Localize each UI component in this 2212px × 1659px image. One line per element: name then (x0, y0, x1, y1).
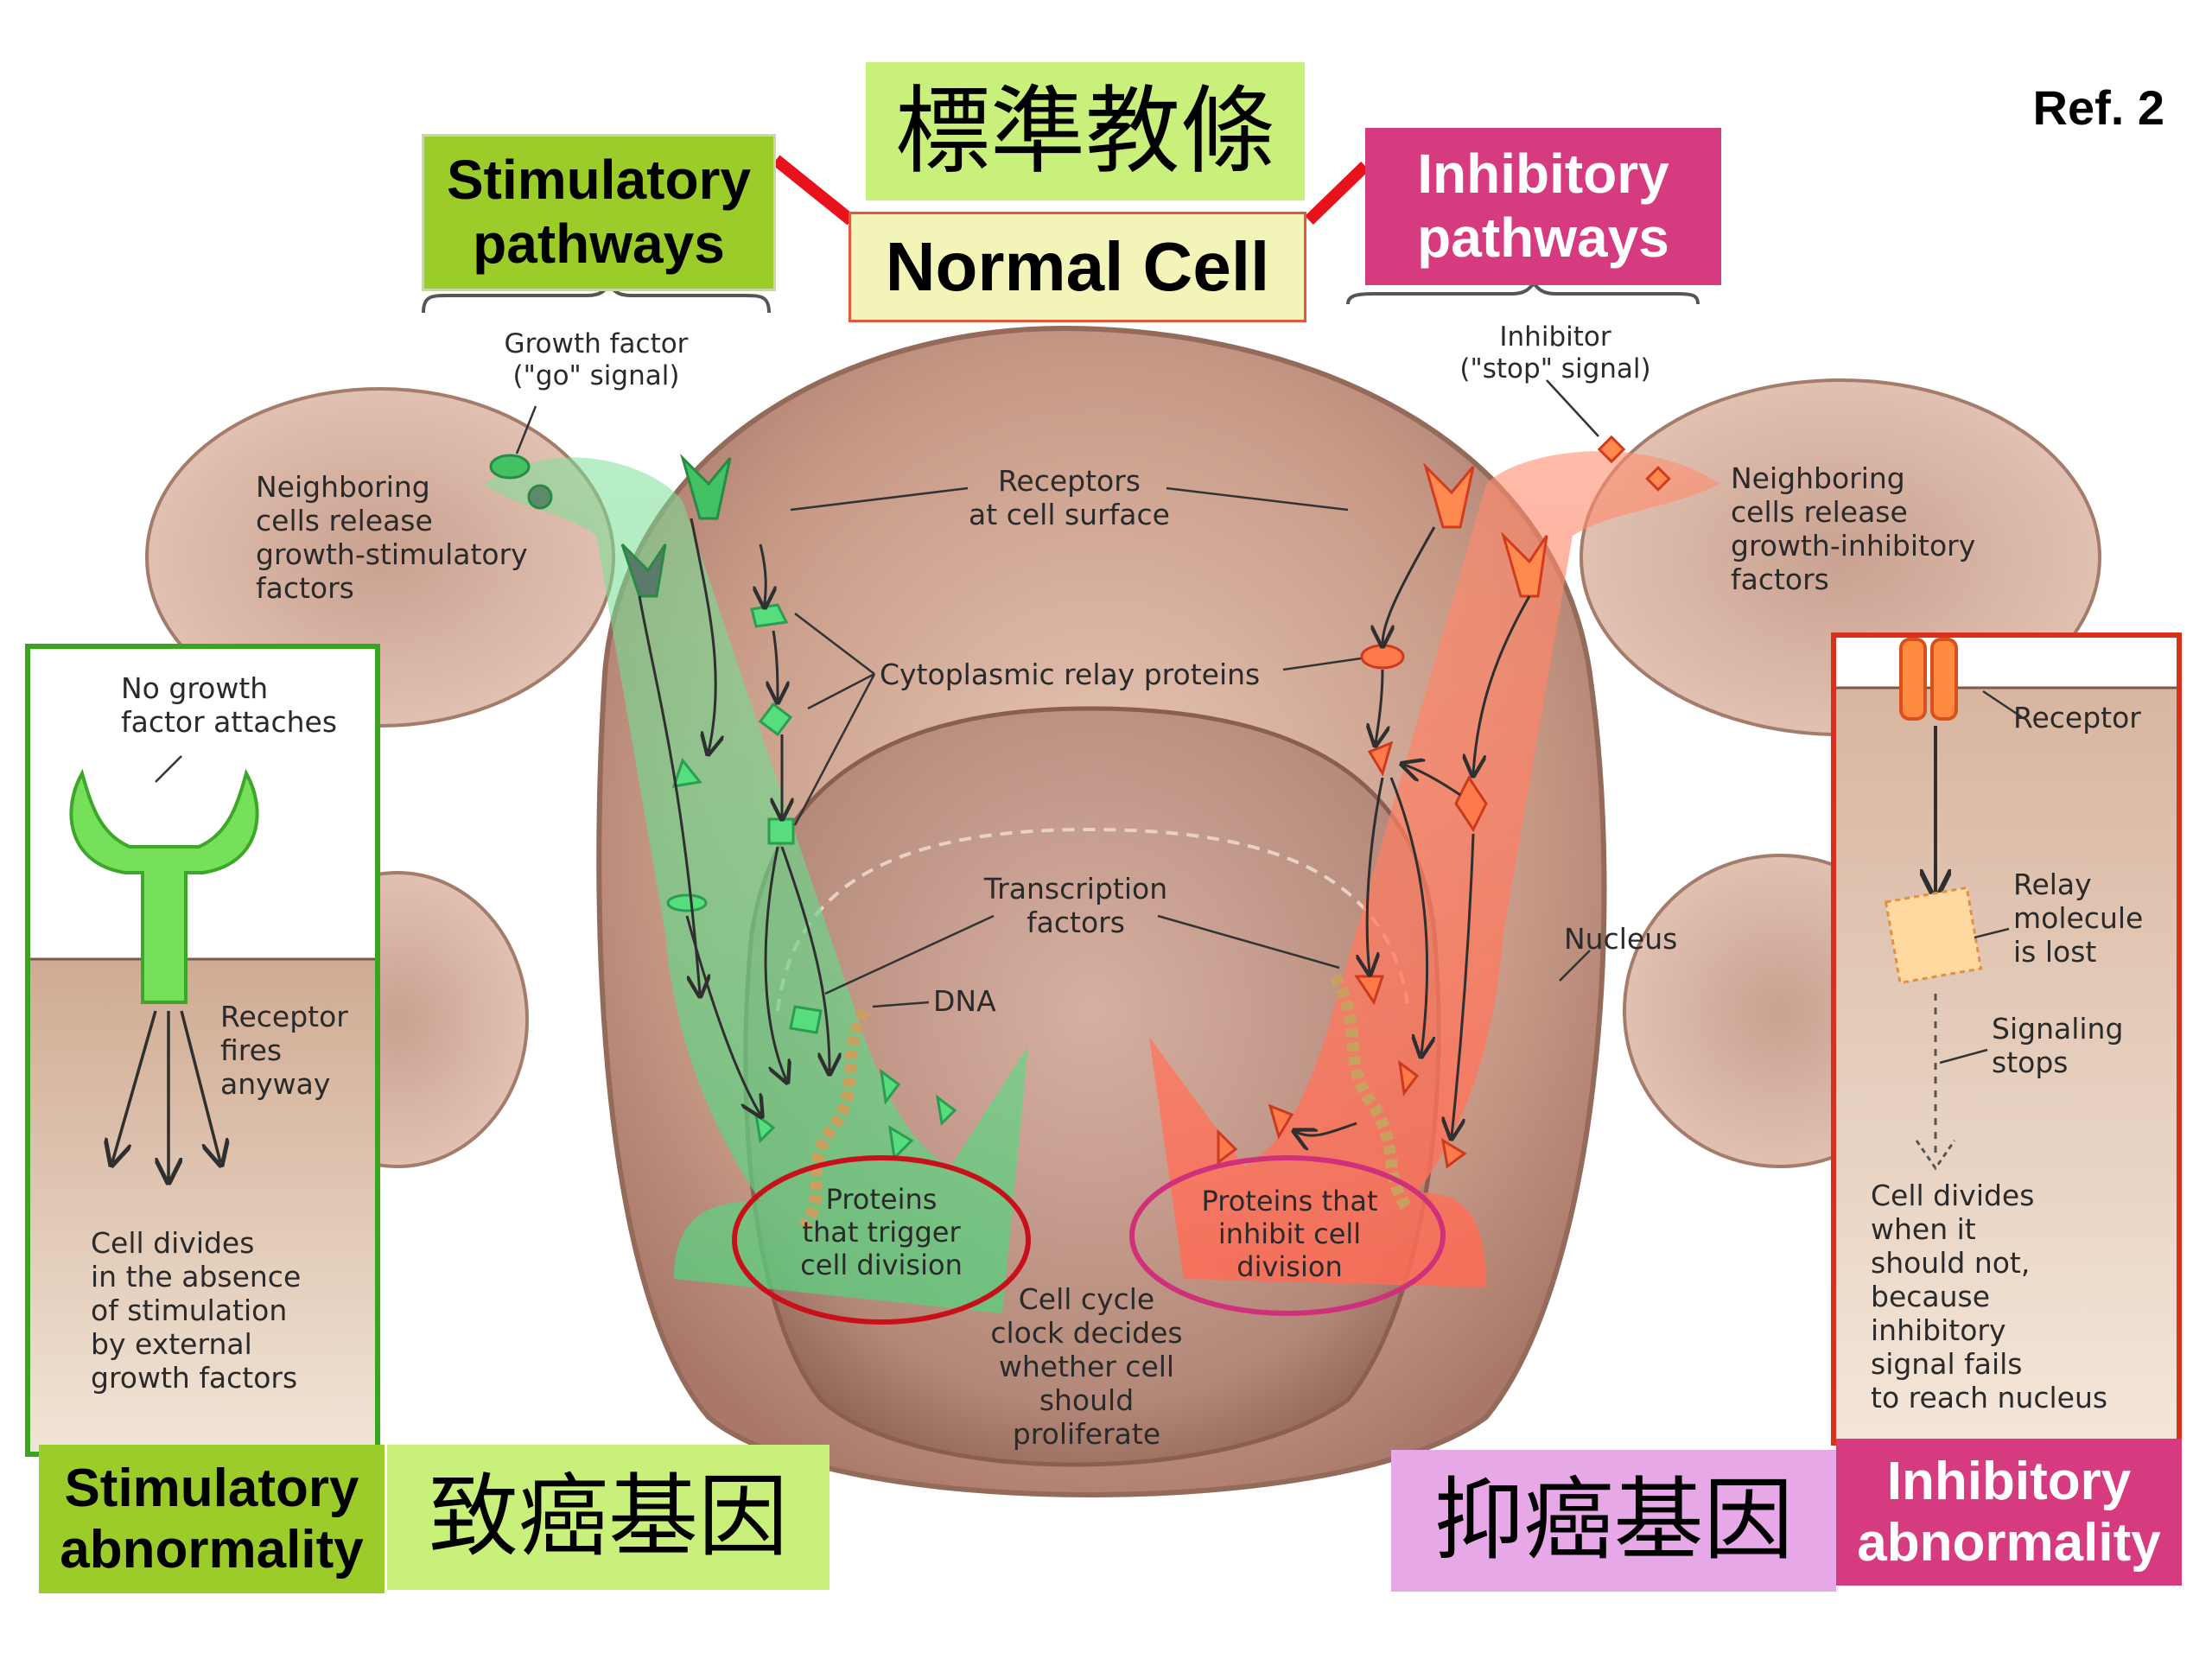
dna-label: DNA (933, 984, 996, 1018)
right-panel-dashed-head (1915, 1140, 1956, 1171)
tumor-suppressor-text: 抑癌基因 (1433, 1467, 1794, 1573)
inhibitory-arrow (1149, 451, 1719, 1287)
normal-cell-text: Normal Cell (885, 228, 1270, 305)
inhibitory-pathways-box: Inhibitory pathways (1365, 128, 1721, 285)
stimulatory-receptors (489, 453, 732, 598)
nucleus-envelope (776, 827, 1410, 1012)
receptors-label: Receptors at cell surface (969, 464, 1170, 531)
nucleus-label: Nucleus (1564, 922, 1678, 956)
proteins-inhibit-label: Proteins that inhibit cell division (1201, 1185, 1378, 1283)
inhibitory-pathways-text: Inhibitory pathways (1417, 143, 1669, 269)
right-panel-frame (1831, 632, 2182, 1446)
inhibitory-abnormality-text: Inhibitory abnormality (1857, 1451, 2161, 1573)
cytoplasmic-relay-label: Cytoplasmic relay proteins (880, 658, 1261, 691)
normal-cell-box: Normal Cell (849, 212, 1306, 322)
leader-lines (515, 379, 1599, 1008)
transcription-factors-label: Transcription factors (983, 872, 1168, 939)
inhibitor-label: Inhibitor ("stop" signal) (1459, 321, 1651, 385)
receptor-fires-label: Receptor fires anyway (220, 1000, 348, 1101)
right-panel-lost-relay (1884, 886, 1983, 985)
neighbor-left-label: Neighboring cells release growth-stimula… (256, 470, 528, 605)
no-growth-factor-label: No growth factor attaches (121, 671, 338, 739)
right-panel-membrane-band (1836, 638, 2177, 688)
left-panel-receptor (69, 768, 259, 1004)
inhibitory-signal-arrows (1296, 526, 1531, 1136)
neighbor-right-label: Neighboring cells release growth-inhibit… (1731, 461, 1976, 596)
connector-right (1305, 161, 1370, 226)
cell-divides-right-label: Cell divides when it should not, because… (1871, 1179, 2108, 1414)
relay-lost-label: Relay molecule is lost (2013, 868, 2144, 969)
dna-strand-left (798, 1007, 870, 1231)
inhibitory-receptors (1422, 435, 1671, 598)
cell-cycle-label: Cell cycle clock decides whether cell sh… (990, 1282, 1183, 1451)
cell-divides-left-label: Cell divides in the absence of stimulati… (91, 1226, 302, 1395)
stimulatory-pathways-box: Stimulatory pathways (422, 134, 776, 291)
stimulatory-arrow (484, 457, 1028, 1313)
stimulatory-abnormality-text: Stimulatory abnormality (60, 1458, 364, 1580)
inhibitory-brace (1346, 280, 1700, 305)
growth-factor-label: Growth factor ("go" signal) (504, 328, 689, 391)
stimulatory-abnormality-box: Stimulatory abnormality (39, 1445, 385, 1593)
proteins-trigger-label: Proteins that trigger cell division (800, 1183, 963, 1281)
receptor-right-label: Receptor (2013, 701, 2141, 734)
inhibitory-abnormality-box: Inhibitory abnormality (1836, 1439, 2182, 1586)
stimulatory-pathways-text: Stimulatory pathways (446, 149, 752, 275)
inhibit-proteins-circle (1129, 1155, 1446, 1316)
inhibitory-relay-proteins (1217, 644, 1488, 1169)
stimulatory-relay-proteins (666, 603, 957, 1161)
trigger-proteins-circle (732, 1155, 1031, 1325)
oncogene-text: 致癌基因 (428, 1464, 788, 1570)
reference-label: Ref. 2 (2032, 80, 2165, 135)
stimulatory-signal-arrows (638, 518, 830, 1115)
connector-left (772, 155, 855, 226)
right-panel-receptor-a (1899, 638, 1927, 721)
right-panel-receptor-b (1930, 638, 1958, 721)
left-panel-arrows (112, 1010, 220, 1179)
signaling-stops-label: Signaling stops (1992, 1012, 2124, 1079)
standard-doctrine-text: 標準教條 (895, 75, 1275, 187)
right-panel-leaders (1939, 690, 2023, 1065)
tumor-suppressor-box: 抑癌基因 (1391, 1450, 1836, 1592)
left-panel-leader (155, 755, 182, 783)
left-panel-cytoplasm (30, 959, 375, 1452)
standard-doctrine-box: 標準教條 (866, 62, 1305, 200)
oncogene-box: 致癌基因 (387, 1445, 830, 1590)
